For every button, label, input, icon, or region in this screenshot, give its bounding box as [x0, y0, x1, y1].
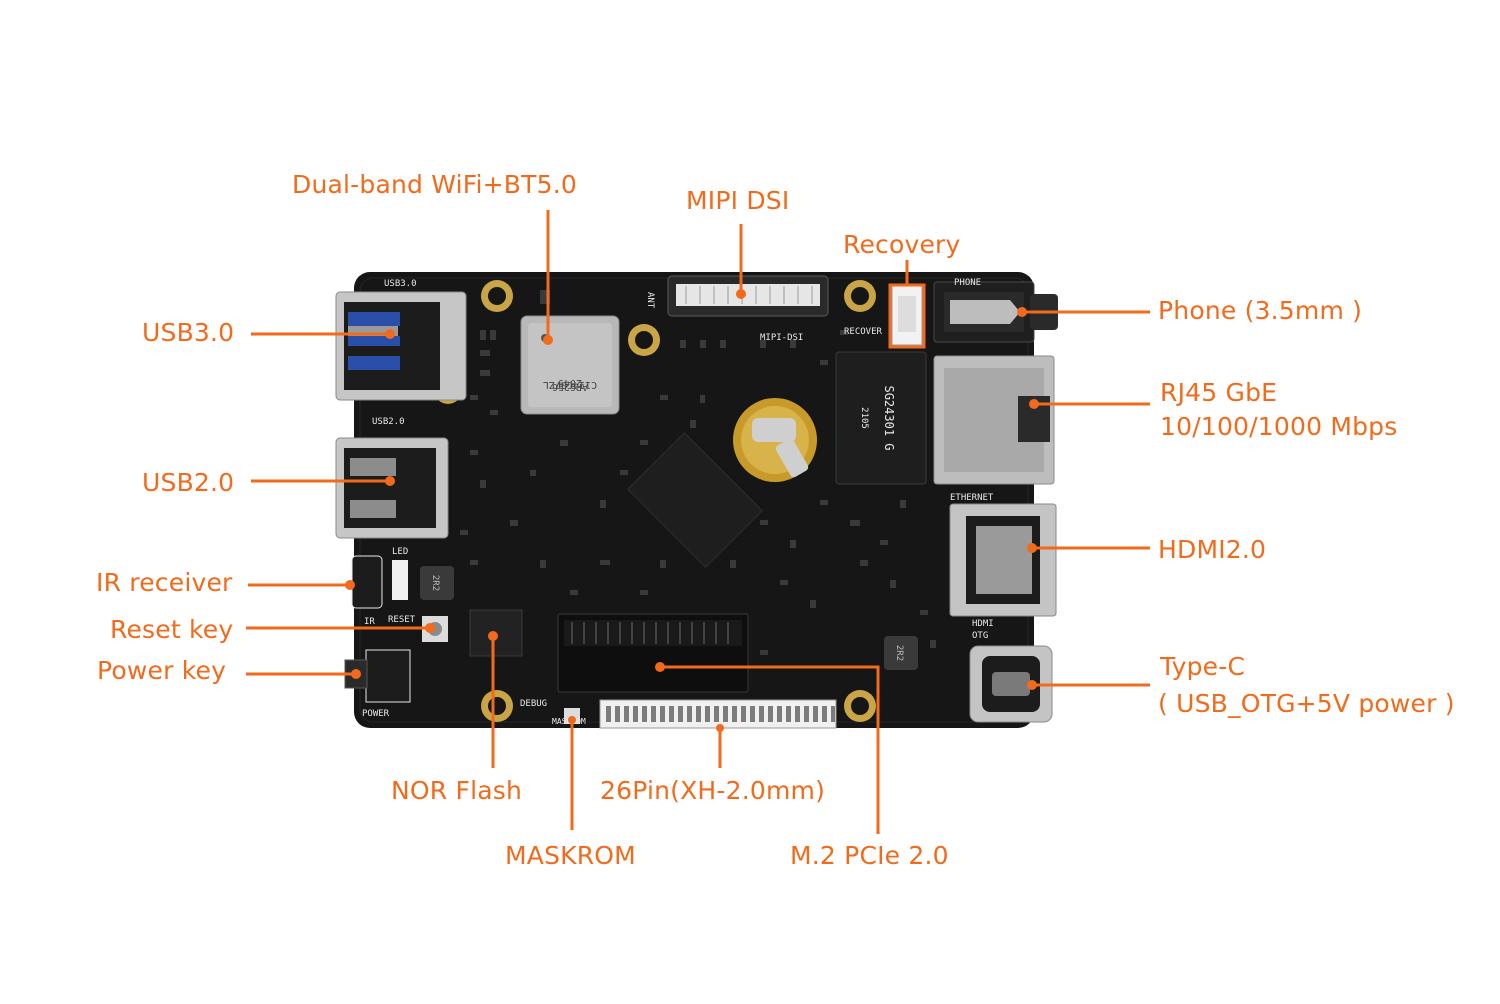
svg-text:RECOVER: RECOVER: [844, 327, 883, 337]
led: [392, 560, 408, 600]
label-usb3: USB3.0: [142, 318, 235, 347]
hdmi-connector: [949, 503, 1057, 617]
svg-text:USB2.0: USB2.0: [372, 417, 405, 427]
wifi-module: AP6256 C114C07ZL 2049: [520, 315, 620, 415]
label-rj45: RJ45 GbE: [1160, 378, 1278, 407]
rj45-connector: [933, 355, 1055, 485]
svg-text:HDMI: HDMI: [972, 619, 994, 629]
svg-text:2R2: 2R2: [894, 645, 904, 661]
m2-slot: [557, 613, 749, 693]
usb3-connector: [335, 291, 467, 401]
inductors: 2R2 2R2: [420, 566, 918, 670]
svg-text:LED: LED: [392, 547, 408, 557]
ir-receiver: [351, 555, 383, 609]
svg-text:2R2: 2R2: [430, 575, 440, 591]
svg-text:2049: 2049: [558, 377, 582, 388]
label-power-key: Power key: [97, 656, 227, 685]
label-rj45-speed: 10/100/1000 Mbps: [1160, 412, 1398, 441]
svg-text:MIPI-DSI: MIPI-DSI: [760, 333, 803, 343]
label-typec: Type-C: [1160, 652, 1246, 681]
label-m2-pcie: M.2 PCIe 2.0: [790, 841, 949, 870]
rtc-battery: [733, 398, 817, 482]
svg-text:ETHERNET: ETHERNET: [950, 493, 994, 503]
svg-text:RESET: RESET: [388, 615, 416, 625]
label-nor-flash: NOR Flash: [391, 776, 523, 805]
svg-text:OTG: OTG: [972, 631, 988, 641]
svg-text:USB3.0: USB3.0: [384, 279, 417, 289]
callout-dots: [345, 289, 1039, 732]
svg-text:AP6256: AP6256: [552, 381, 588, 392]
svg-text:PHONE: PHONE: [954, 278, 981, 288]
label-mipi-dsi: MIPI DSI: [686, 186, 790, 215]
svg-text:POWER: POWER: [362, 709, 390, 719]
svg-text:IR: IR: [364, 617, 375, 627]
label-reset-key: Reset key: [110, 615, 234, 644]
smd-components: [460, 290, 936, 655]
callout-lines: [246, 210, 1150, 834]
label-usb2: USB2.0: [142, 468, 235, 497]
label-wifi: Dual-band WiFi+BT5.0: [292, 170, 577, 199]
label-hdmi: HDMI2.0: [1158, 535, 1267, 564]
mipi-connector: [667, 275, 829, 317]
svg-text:ANT: ANT: [645, 292, 655, 309]
label-phone: Phone (3.5mm ): [1158, 296, 1363, 325]
usb2-connector: [335, 437, 449, 539]
label-typec-detail: ( USB_OTG+5V power ): [1158, 689, 1455, 718]
label-recovery: Recovery: [843, 230, 961, 259]
svg-text:SG24301 G: SG24301 G: [882, 385, 896, 450]
label-ir-receiver: IR receiver: [96, 568, 233, 597]
typec-connector: [969, 645, 1053, 723]
lan-transformer: SG24301 G 2105: [835, 351, 927, 485]
soc-area: [627, 432, 763, 568]
svg-text:2105: 2105: [859, 407, 869, 429]
svg-text:C114C07ZL: C114C07ZL: [543, 379, 597, 390]
recovery-connector: [891, 284, 923, 346]
pin-header: [599, 699, 837, 729]
svg-text:DEBUG: DEBUG: [520, 699, 547, 709]
phone-jack: [933, 281, 1058, 343]
label-26pin: 26Pin(XH-2.0mm): [600, 776, 826, 805]
label-maskrom: MASKROM: [505, 841, 636, 870]
